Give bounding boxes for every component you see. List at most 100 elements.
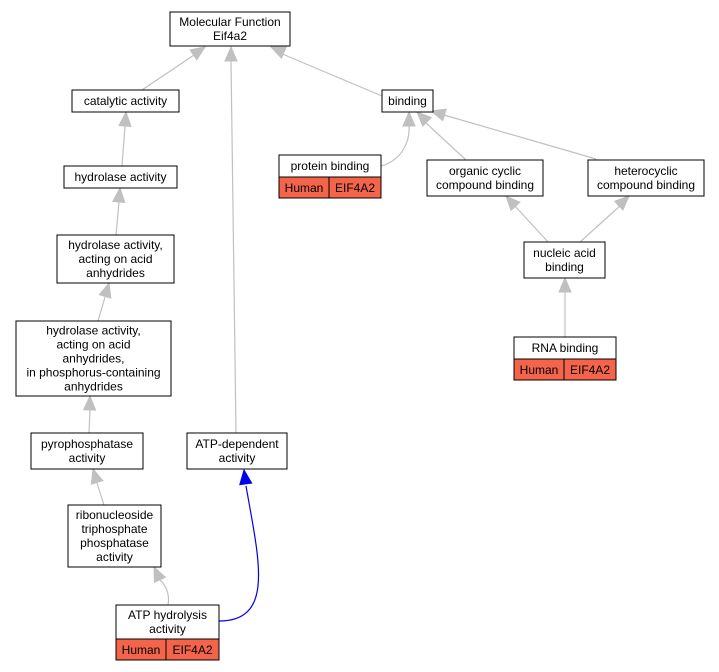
term-label-line: acting on acid — [56, 338, 130, 352]
edge-rna-to-nucleic — [558, 276, 572, 337]
arrowhead — [429, 108, 447, 122]
arrowhead — [416, 111, 433, 127]
edge-line — [424, 121, 467, 161]
arrowhead — [239, 468, 253, 486]
edge-line — [579, 204, 622, 243]
edge-atphyd-to-ribo — [153, 565, 170, 606]
term-node-hydrolase-phosphorus-anhydrides[interactable]: hydrolase activity,acting on acidanhydri… — [15, 320, 172, 397]
annotation-species: Human — [520, 363, 559, 377]
term-label-line: phosphatase — [80, 536, 149, 550]
annotation-species: Human — [122, 643, 161, 657]
term-label-line: activity — [149, 622, 186, 636]
term-box — [523, 241, 606, 279]
edge-line — [218, 485, 260, 622]
term-box — [426, 159, 544, 197]
term-label-line: hydrolase activity, — [46, 324, 140, 338]
term-label-line: in phosphorus-containing — [26, 366, 160, 380]
arrowhead — [505, 195, 521, 212]
annotation-gene-cell — [328, 176, 382, 199]
term-box — [587, 159, 705, 197]
edge-hydrolase-to-catalytic — [118, 110, 132, 167]
term-box — [381, 89, 434, 113]
edge-ribo-to-pyro — [90, 467, 105, 506]
edge-protein-to-binding — [380, 110, 416, 167]
edge-atphyd-to-atpdep — [218, 468, 260, 622]
term-box — [56, 234, 175, 284]
arrowhead — [118, 110, 132, 127]
edge-line — [88, 409, 91, 434]
edge-atpdep-to-mf — [224, 45, 238, 434]
term-label-line: anhydrides — [64, 380, 123, 394]
edge-nucleic-to-organic — [505, 195, 549, 243]
annotation-gene: EIF4A2 — [335, 181, 375, 195]
term-label-line: anhydrides — [86, 266, 145, 280]
arrowhead — [98, 281, 112, 299]
term-label-line: binding — [545, 260, 584, 274]
edge-line — [121, 125, 126, 167]
term-label-line: activity — [69, 451, 106, 465]
term-box — [169, 11, 291, 47]
term-node-hydrolase-acid-anhydrides[interactable]: hydrolase activity,acting on acidanhydri… — [56, 234, 175, 284]
term-box — [115, 604, 220, 640]
term-node-catalytic-activity[interactable]: catalytic activity — [71, 89, 180, 113]
arrowhead — [90, 467, 104, 485]
term-box — [30, 432, 144, 470]
term-label-line: anhydrides, — [62, 352, 124, 366]
edge-layer — [82, 45, 630, 622]
edge-line — [380, 125, 410, 167]
term-label-line: heterocyclic — [614, 164, 677, 178]
edge-nucleic-to-hetero — [579, 195, 630, 243]
term-label-line: ribonucleoside — [76, 508, 154, 522]
edge-line — [96, 482, 105, 506]
term-label-line: hydrolase activity — [74, 170, 166, 184]
arrowhead — [153, 565, 167, 583]
edge-line — [230, 59, 237, 434]
edge-line — [443, 114, 597, 160]
term-node-binding[interactable]: binding — [381, 89, 434, 113]
term-label-line: binding — [388, 94, 427, 108]
edge-binding-to-mf — [269, 46, 383, 97]
term-label-line: ATP hydrolysis — [128, 608, 207, 622]
edge-hetero-to-binding — [429, 108, 597, 160]
term-label-line: organic cyclic — [449, 164, 521, 178]
annotation-gene: EIF4A2 — [172, 643, 212, 657]
edge-line — [159, 579, 170, 606]
edge-line — [115, 201, 120, 236]
term-node-ribonucleoside-triphosphate-phosphatase[interactable]: ribonucleosidetriphosphatephosphataseact… — [67, 504, 162, 568]
term-label-line: protein binding — [291, 159, 370, 173]
arrowhead — [82, 394, 97, 411]
term-box — [67, 504, 162, 568]
term-label-line: ATP-dependent — [195, 437, 279, 451]
annotation-gene-cell — [563, 358, 617, 381]
term-box — [186, 432, 288, 470]
annotation-species: Human — [285, 181, 324, 195]
term-label-line: nucleic acid — [533, 246, 596, 260]
term-node-hydrolase-activity[interactable]: hydrolase activity — [63, 165, 178, 189]
arrowhead — [402, 110, 416, 127]
term-box — [63, 165, 178, 189]
annotation-gene-cell — [165, 638, 220, 661]
arrowhead — [558, 276, 572, 293]
edge-line — [97, 296, 106, 322]
term-label-line: triphosphate — [81, 522, 147, 536]
edge-catalytic-to-mf — [141, 46, 207, 91]
term-label-line: catalytic activity — [84, 94, 167, 108]
term-box — [15, 320, 172, 397]
term-label-line: activity — [96, 550, 133, 564]
edge-line — [513, 204, 549, 243]
term-label-line: compound binding — [597, 178, 695, 192]
term-label-line: hydrolase activity, — [68, 238, 162, 252]
edge-hydanh-to-hydrolase — [112, 186, 126, 236]
term-box — [71, 89, 180, 113]
